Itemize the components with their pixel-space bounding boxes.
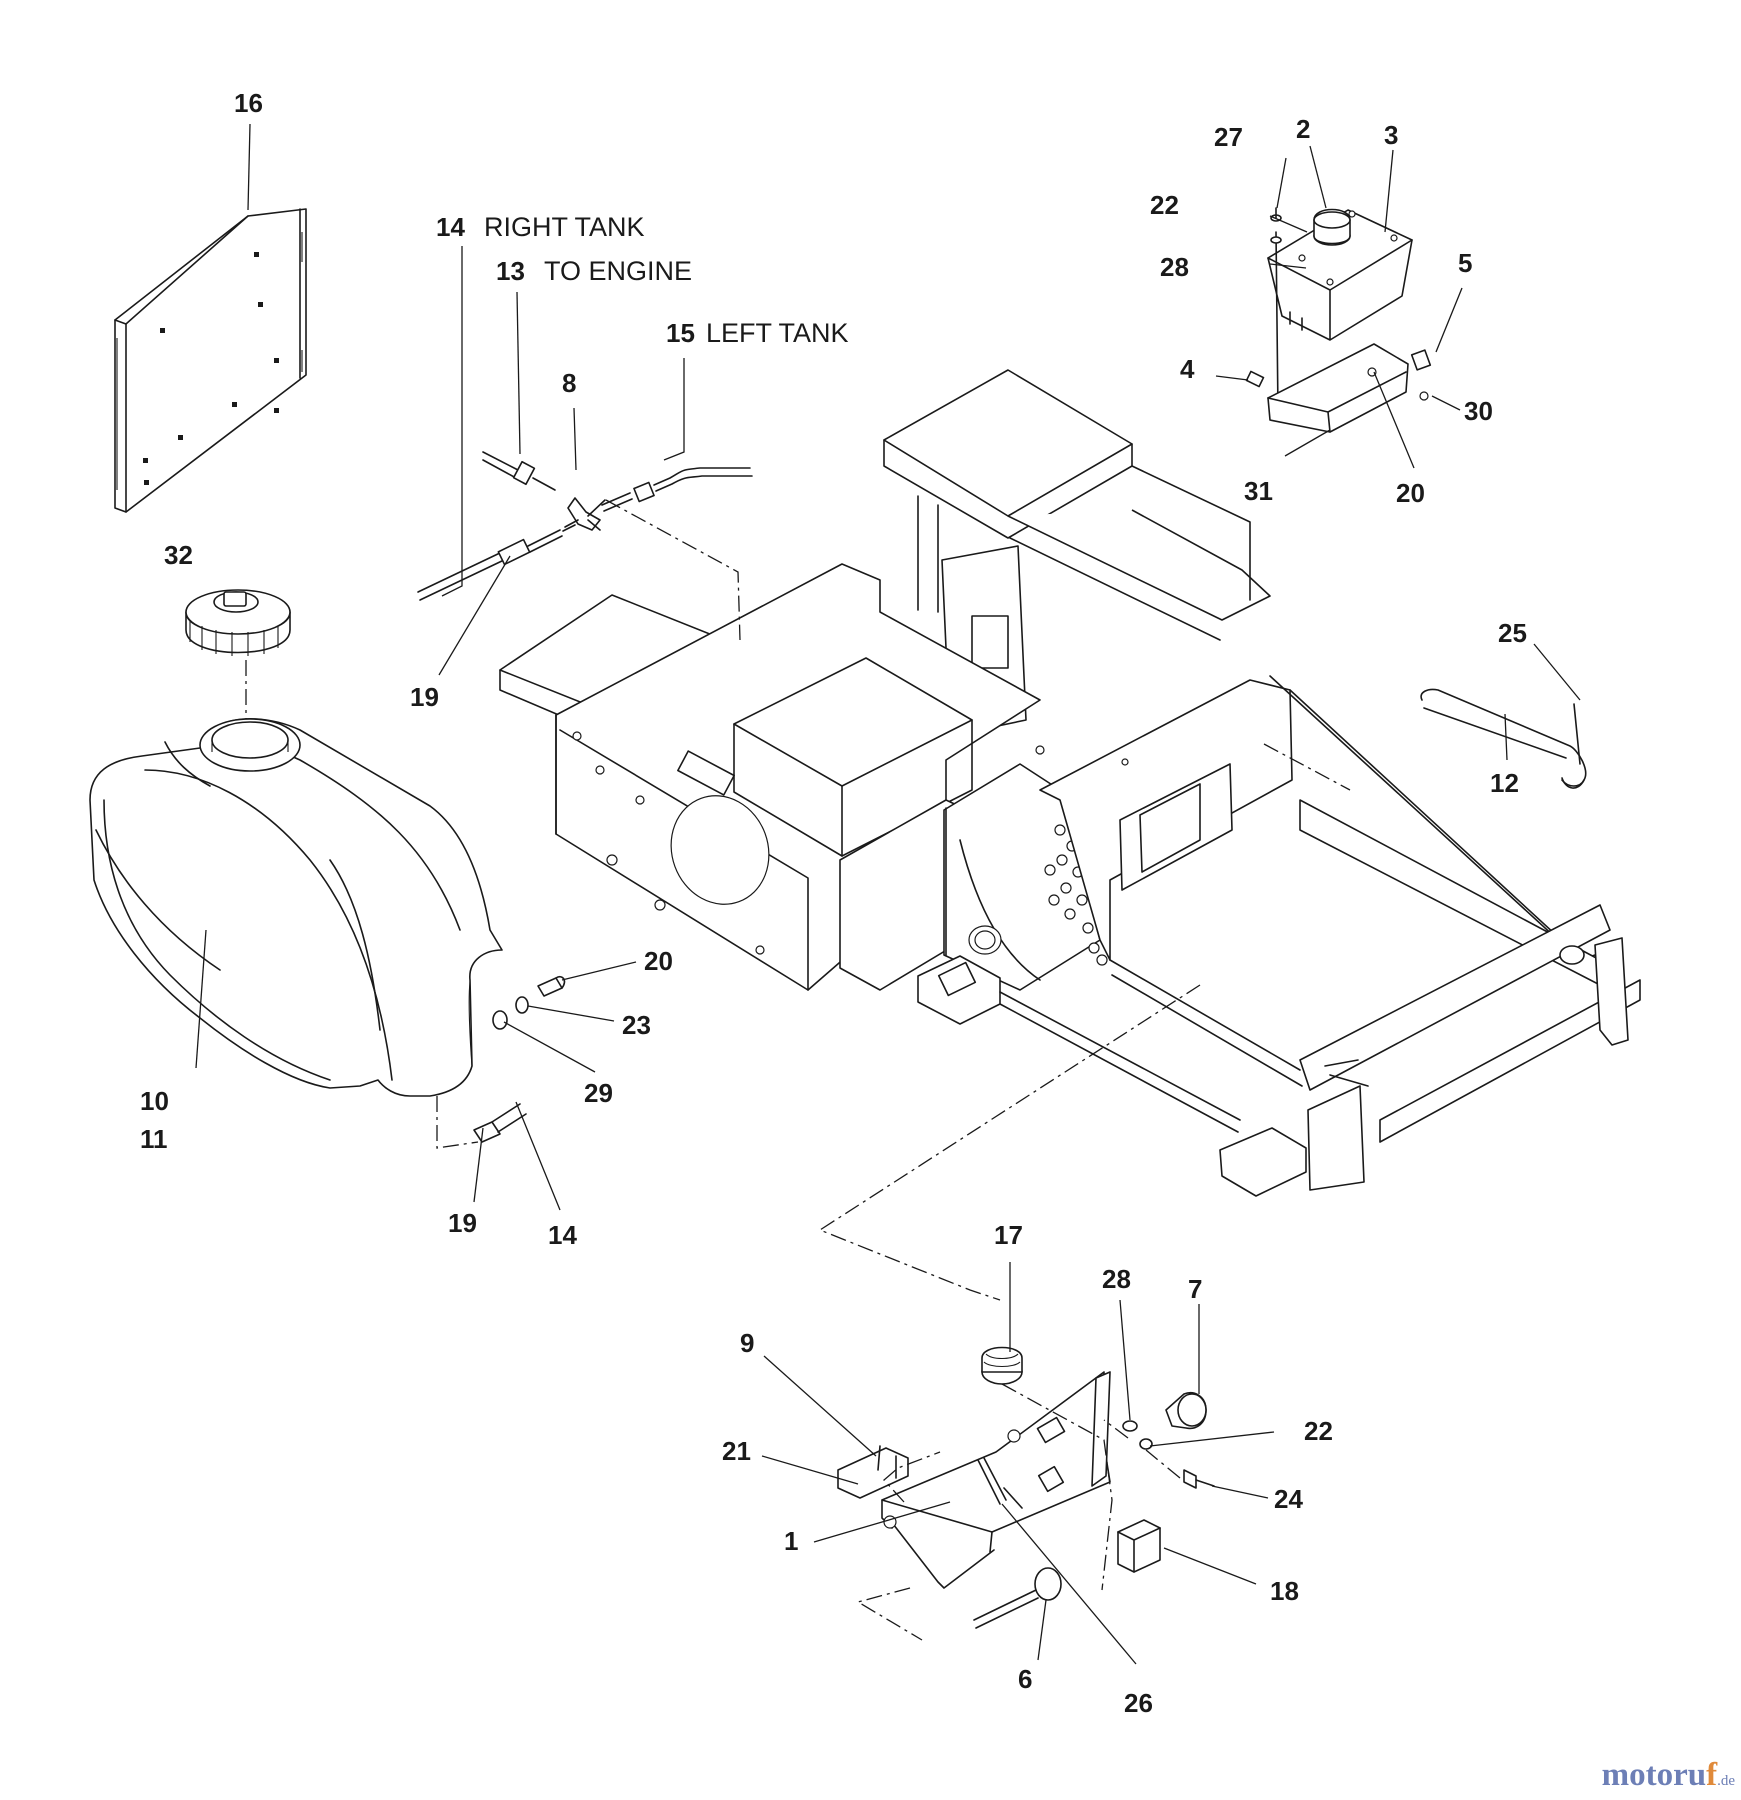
- callout-12: 12: [1490, 768, 1519, 798]
- callout-leaders: [195, 123, 1581, 1665]
- chassis-centerline: [605, 499, 741, 641]
- part-17-switch: [981, 1346, 1023, 1385]
- callout-3: 3: [1384, 120, 1398, 150]
- callout-5: 5: [1458, 248, 1472, 278]
- part-10-fuel-tank: [89, 718, 503, 1097]
- callout-24: 24: [1274, 1484, 1303, 1514]
- front-dashline: [818, 743, 1351, 1301]
- callout-2: 2: [1296, 114, 1310, 144]
- callout-26: 26: [1124, 1688, 1153, 1718]
- callout-25: 25: [1498, 618, 1527, 648]
- callout-15-num: 15: [666, 318, 695, 348]
- part-22-28-washers: [1122, 1420, 1153, 1450]
- watermark-accent: f: [1706, 1757, 1718, 1793]
- callout-22-lower: 22: [1304, 1416, 1333, 1446]
- callout-28-lower: 28: [1102, 1264, 1131, 1294]
- part-31-bracket: [1245, 343, 1432, 433]
- callout-21: 21: [722, 1436, 751, 1466]
- callout-1: 1: [784, 1526, 798, 1556]
- callout-8: 8: [562, 368, 576, 398]
- reservoir-hardware: [1270, 207, 1282, 413]
- part-24-screw: [1183, 1469, 1215, 1489]
- part-12-rod: [1420, 688, 1587, 789]
- callout-28-upper: 28: [1160, 252, 1189, 282]
- part-16-side-panel: [114, 208, 307, 513]
- callout-9: 9: [740, 1328, 754, 1358]
- tank-fittings: [492, 975, 566, 1030]
- part-6-knob: [973, 1567, 1062, 1629]
- callout-19-lower: 19: [448, 1208, 477, 1238]
- callout-17: 17: [994, 1220, 1023, 1250]
- callout-18: 18: [1270, 1576, 1299, 1606]
- watermark-logo: motoruf.de: [1602, 1757, 1735, 1794]
- callout-22-upper: 22: [1150, 190, 1179, 220]
- part-32-fuel-cap: [185, 589, 291, 656]
- callout-13-num: 13: [496, 256, 525, 286]
- callout-32: 32: [164, 540, 193, 570]
- callout-27: 27: [1214, 122, 1243, 152]
- callout-16: 16: [234, 88, 263, 118]
- chassis-frame: [499, 369, 1641, 1197]
- part-9-bracket: [837, 1445, 909, 1499]
- part-26-pin: [977, 1457, 1007, 1505]
- part-3-reservoir: [1267, 208, 1413, 341]
- callout-31: 31: [1244, 476, 1273, 506]
- callout-20-upper: 20: [1396, 478, 1425, 508]
- callout-10: 10: [140, 1086, 169, 1116]
- callout-labels: 16 14 RIGHT TANK 13 TO ENGINE 15 LEFT TA…: [140, 88, 1527, 1718]
- callout-13-label: TO ENGINE: [544, 256, 692, 286]
- part-7-light: [1165, 1392, 1207, 1430]
- callout-29: 29: [584, 1078, 613, 1108]
- callout-14-right-tank-label: RIGHT TANK: [484, 212, 645, 242]
- part-18-relay: [1117, 1519, 1161, 1573]
- watermark-tld: .de: [1717, 1773, 1735, 1789]
- callout-7: 7: [1188, 1274, 1202, 1304]
- panel-dashline: [856, 1383, 1181, 1641]
- callout-14-lower: 14: [548, 1220, 577, 1250]
- callout-20-lower: 20: [644, 946, 673, 976]
- callout-14-right-tank-num: 14: [436, 212, 465, 242]
- callout-6: 6: [1018, 1664, 1032, 1694]
- callout-15-label: LEFT TANK: [706, 318, 849, 348]
- callout-11: 11: [140, 1124, 168, 1154]
- callout-30: 30: [1464, 396, 1493, 426]
- callout-19-upper: 19: [410, 682, 439, 712]
- callout-23: 23: [622, 1010, 651, 1040]
- fuel-line-assembly: [417, 451, 753, 601]
- watermark-main: motoru: [1601, 1757, 1707, 1793]
- tank-outlet-line: [436, 1096, 527, 1149]
- callout-4: 4: [1180, 354, 1195, 384]
